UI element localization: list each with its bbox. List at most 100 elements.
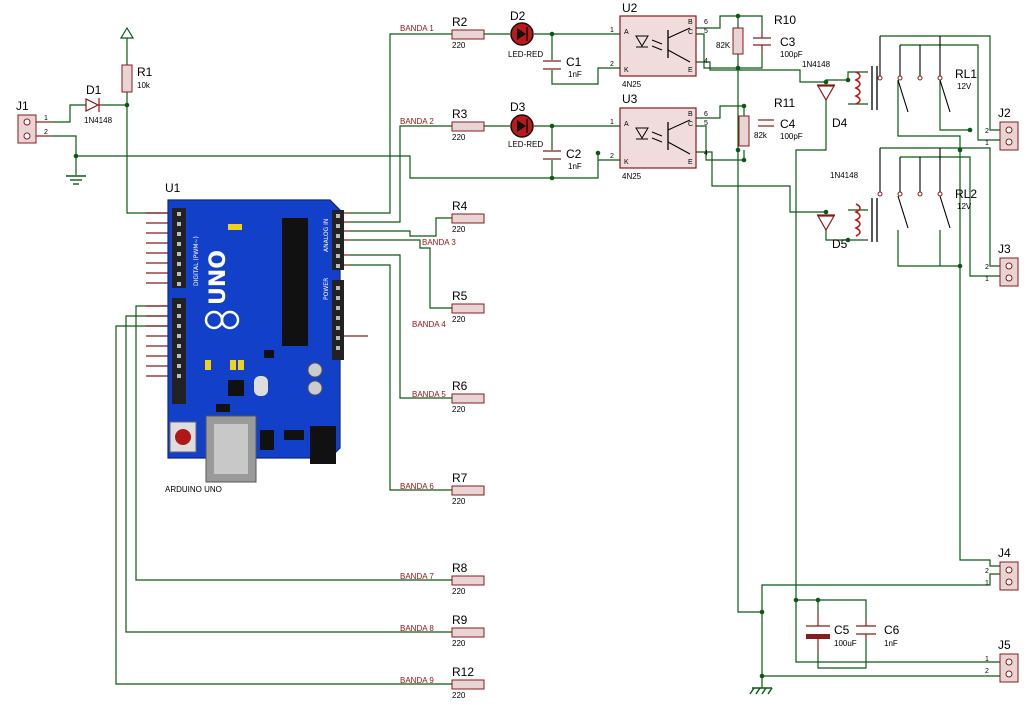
u2-ref: U2 xyxy=(622,1,638,15)
connector-j1[interactable]: J1 1 2 xyxy=(16,99,52,144)
relay-rl1[interactable]: RL1 12V xyxy=(854,36,977,113)
resistor-r10[interactable]: R10 82K xyxy=(716,13,796,55)
arduino-logo-icon xyxy=(204,310,240,330)
rl1-ref: RL1 xyxy=(955,67,977,81)
r8-ref: R8 xyxy=(452,561,468,575)
j5-pin-1: 1 xyxy=(985,656,989,663)
r5-value: 220 xyxy=(452,315,466,324)
resistor-r3[interactable]: R3 220 BANDA 2 xyxy=(400,107,485,142)
led-d3[interactable]: D3 LED-RED xyxy=(508,100,543,149)
atmega-chip xyxy=(282,218,308,346)
resistor-r12[interactable]: R12 220 BANDA 9 xyxy=(400,665,485,700)
capacitor-c4[interactable]: C4 100pF xyxy=(758,117,803,141)
capacitor-c2[interactable]: C2 1nF xyxy=(543,147,582,171)
r1-value: 10k xyxy=(137,81,151,90)
optocoupler-u2[interactable]: U2 4N25 1 2 6 5 4 A K B C E xyxy=(610,1,708,89)
j2-pin-1: 1 xyxy=(985,140,989,147)
digital-header-label: DIGITAL (PWM~) xyxy=(193,236,200,286)
arduino-uno-u1[interactable]: U1 xyxy=(146,181,368,494)
diode-d1[interactable]: D1 1N4148 xyxy=(84,83,113,125)
analog-header xyxy=(332,210,344,270)
u2-pin-1: 1 xyxy=(610,27,614,34)
wires xyxy=(52,15,1000,688)
u3-pin-6: 6 xyxy=(704,111,708,118)
c6-ref: C6 xyxy=(884,623,900,637)
board-capacitor xyxy=(307,380,323,396)
board-led xyxy=(238,360,244,370)
net-label-banda-3: BANDA 3 xyxy=(422,238,456,247)
board-ic xyxy=(216,404,230,412)
d4-value: 1N4148 xyxy=(802,60,831,69)
r3-ref: R3 xyxy=(452,107,468,121)
u3-pin-2: 2 xyxy=(610,153,614,160)
d1-value: 1N4148 xyxy=(84,116,113,125)
resistor-r9[interactable]: R9 220 BANDA 8 xyxy=(400,613,485,648)
board-led xyxy=(230,360,236,370)
j3-ref: J3 xyxy=(998,242,1011,256)
r10-value: 82K xyxy=(716,41,731,50)
net-label-banda-7: BANDA 7 xyxy=(400,572,434,581)
d1-ref: D1 xyxy=(86,83,102,97)
j2-ref: J2 xyxy=(998,106,1011,120)
j2-pin-2: 2 xyxy=(985,128,989,135)
r11-value: 82k xyxy=(754,131,768,140)
j4-pin-2: 2 xyxy=(985,568,989,575)
c3-ref: C3 xyxy=(780,35,796,49)
board-ic xyxy=(228,380,244,396)
r1-ref: R1 xyxy=(137,65,153,79)
resistor-r11[interactable]: R11 82k xyxy=(738,96,795,147)
u3-letter-c: C xyxy=(688,121,693,128)
r6-value: 220 xyxy=(452,405,466,414)
d2-value: LED-RED xyxy=(508,50,543,59)
relay-rl2[interactable]: RL2 12V xyxy=(854,148,977,242)
ground-icon xyxy=(66,175,86,185)
led-d2[interactable]: D2 LED-RED xyxy=(508,9,543,59)
capacitor-c1[interactable]: C1 1nF xyxy=(543,55,582,79)
c4-ref: C4 xyxy=(780,117,796,131)
usb-connector-inner xyxy=(214,424,248,474)
connector-j2[interactable]: J2 2 1 xyxy=(985,106,1019,151)
connector-j3[interactable]: J3 2 1 xyxy=(985,242,1019,287)
capacitor-c5[interactable]: C5 100uF xyxy=(806,612,857,652)
d5-ref: D5 xyxy=(832,237,848,251)
u2-pin-6: 6 xyxy=(704,19,708,26)
resistor-r8[interactable]: R8 220 BANDA 7 xyxy=(400,561,485,596)
u3-letter-e: E xyxy=(688,159,693,166)
rl2-value: 12V xyxy=(957,202,972,211)
c1-value: 1nF xyxy=(568,70,582,79)
optocoupler-u3[interactable]: U3 4N25 1 2 6 5 4 A K B C E xyxy=(610,92,708,181)
resistor-r5[interactable]: R5 220 BANDA 4 xyxy=(412,289,485,329)
net-label-banda-8: BANDA 8 xyxy=(400,624,434,633)
connector-j5[interactable]: J5 1 2 xyxy=(985,638,1019,683)
u3-value: 4N25 xyxy=(622,172,642,181)
resistor-r7[interactable]: R7 220 BANDA 6 xyxy=(400,471,485,506)
j3-pin-2: 2 xyxy=(985,264,989,271)
r4-value: 220 xyxy=(452,225,466,234)
board-capacitor xyxy=(307,362,323,378)
resistor-r4[interactable]: R4 220 BANDA 3 xyxy=(422,199,485,247)
net-label-banda-1: BANDA 1 xyxy=(400,24,434,33)
digital-header-top xyxy=(172,208,186,288)
c4-value: 100pF xyxy=(780,132,803,141)
j3-pin-1: 1 xyxy=(985,276,989,283)
r7-ref: R7 xyxy=(452,471,468,485)
u3-ref: U3 xyxy=(622,92,638,106)
resistor-r6[interactable]: R6 220 BANDA 5 xyxy=(412,379,485,414)
r9-value: 220 xyxy=(452,639,466,648)
u2-letter-b: B xyxy=(688,19,693,26)
capacitor-c3[interactable]: C3 100pF xyxy=(753,30,803,59)
diode-d4[interactable]: D4 1N4148 xyxy=(802,60,848,130)
resistor-r2[interactable]: R2 220 BANDA 1 xyxy=(400,15,485,50)
j5-ref: J5 xyxy=(998,638,1011,652)
diode-d5[interactable]: D5 1N4148 xyxy=(816,171,859,251)
u3-letter-k: K xyxy=(624,159,629,166)
net-label-banda-4: BANDA 4 xyxy=(412,320,446,329)
resistor-r1[interactable]: R1 10k xyxy=(121,64,153,93)
d2-ref: D2 xyxy=(510,9,526,23)
capacitor-c6[interactable]: C6 1nF xyxy=(856,620,900,648)
c2-value: 1nF xyxy=(568,162,582,171)
r3-value: 220 xyxy=(452,133,466,142)
connector-j4[interactable]: J4 2 1 xyxy=(985,546,1019,591)
d4-ref: D4 xyxy=(832,116,848,130)
regulator xyxy=(284,430,304,440)
